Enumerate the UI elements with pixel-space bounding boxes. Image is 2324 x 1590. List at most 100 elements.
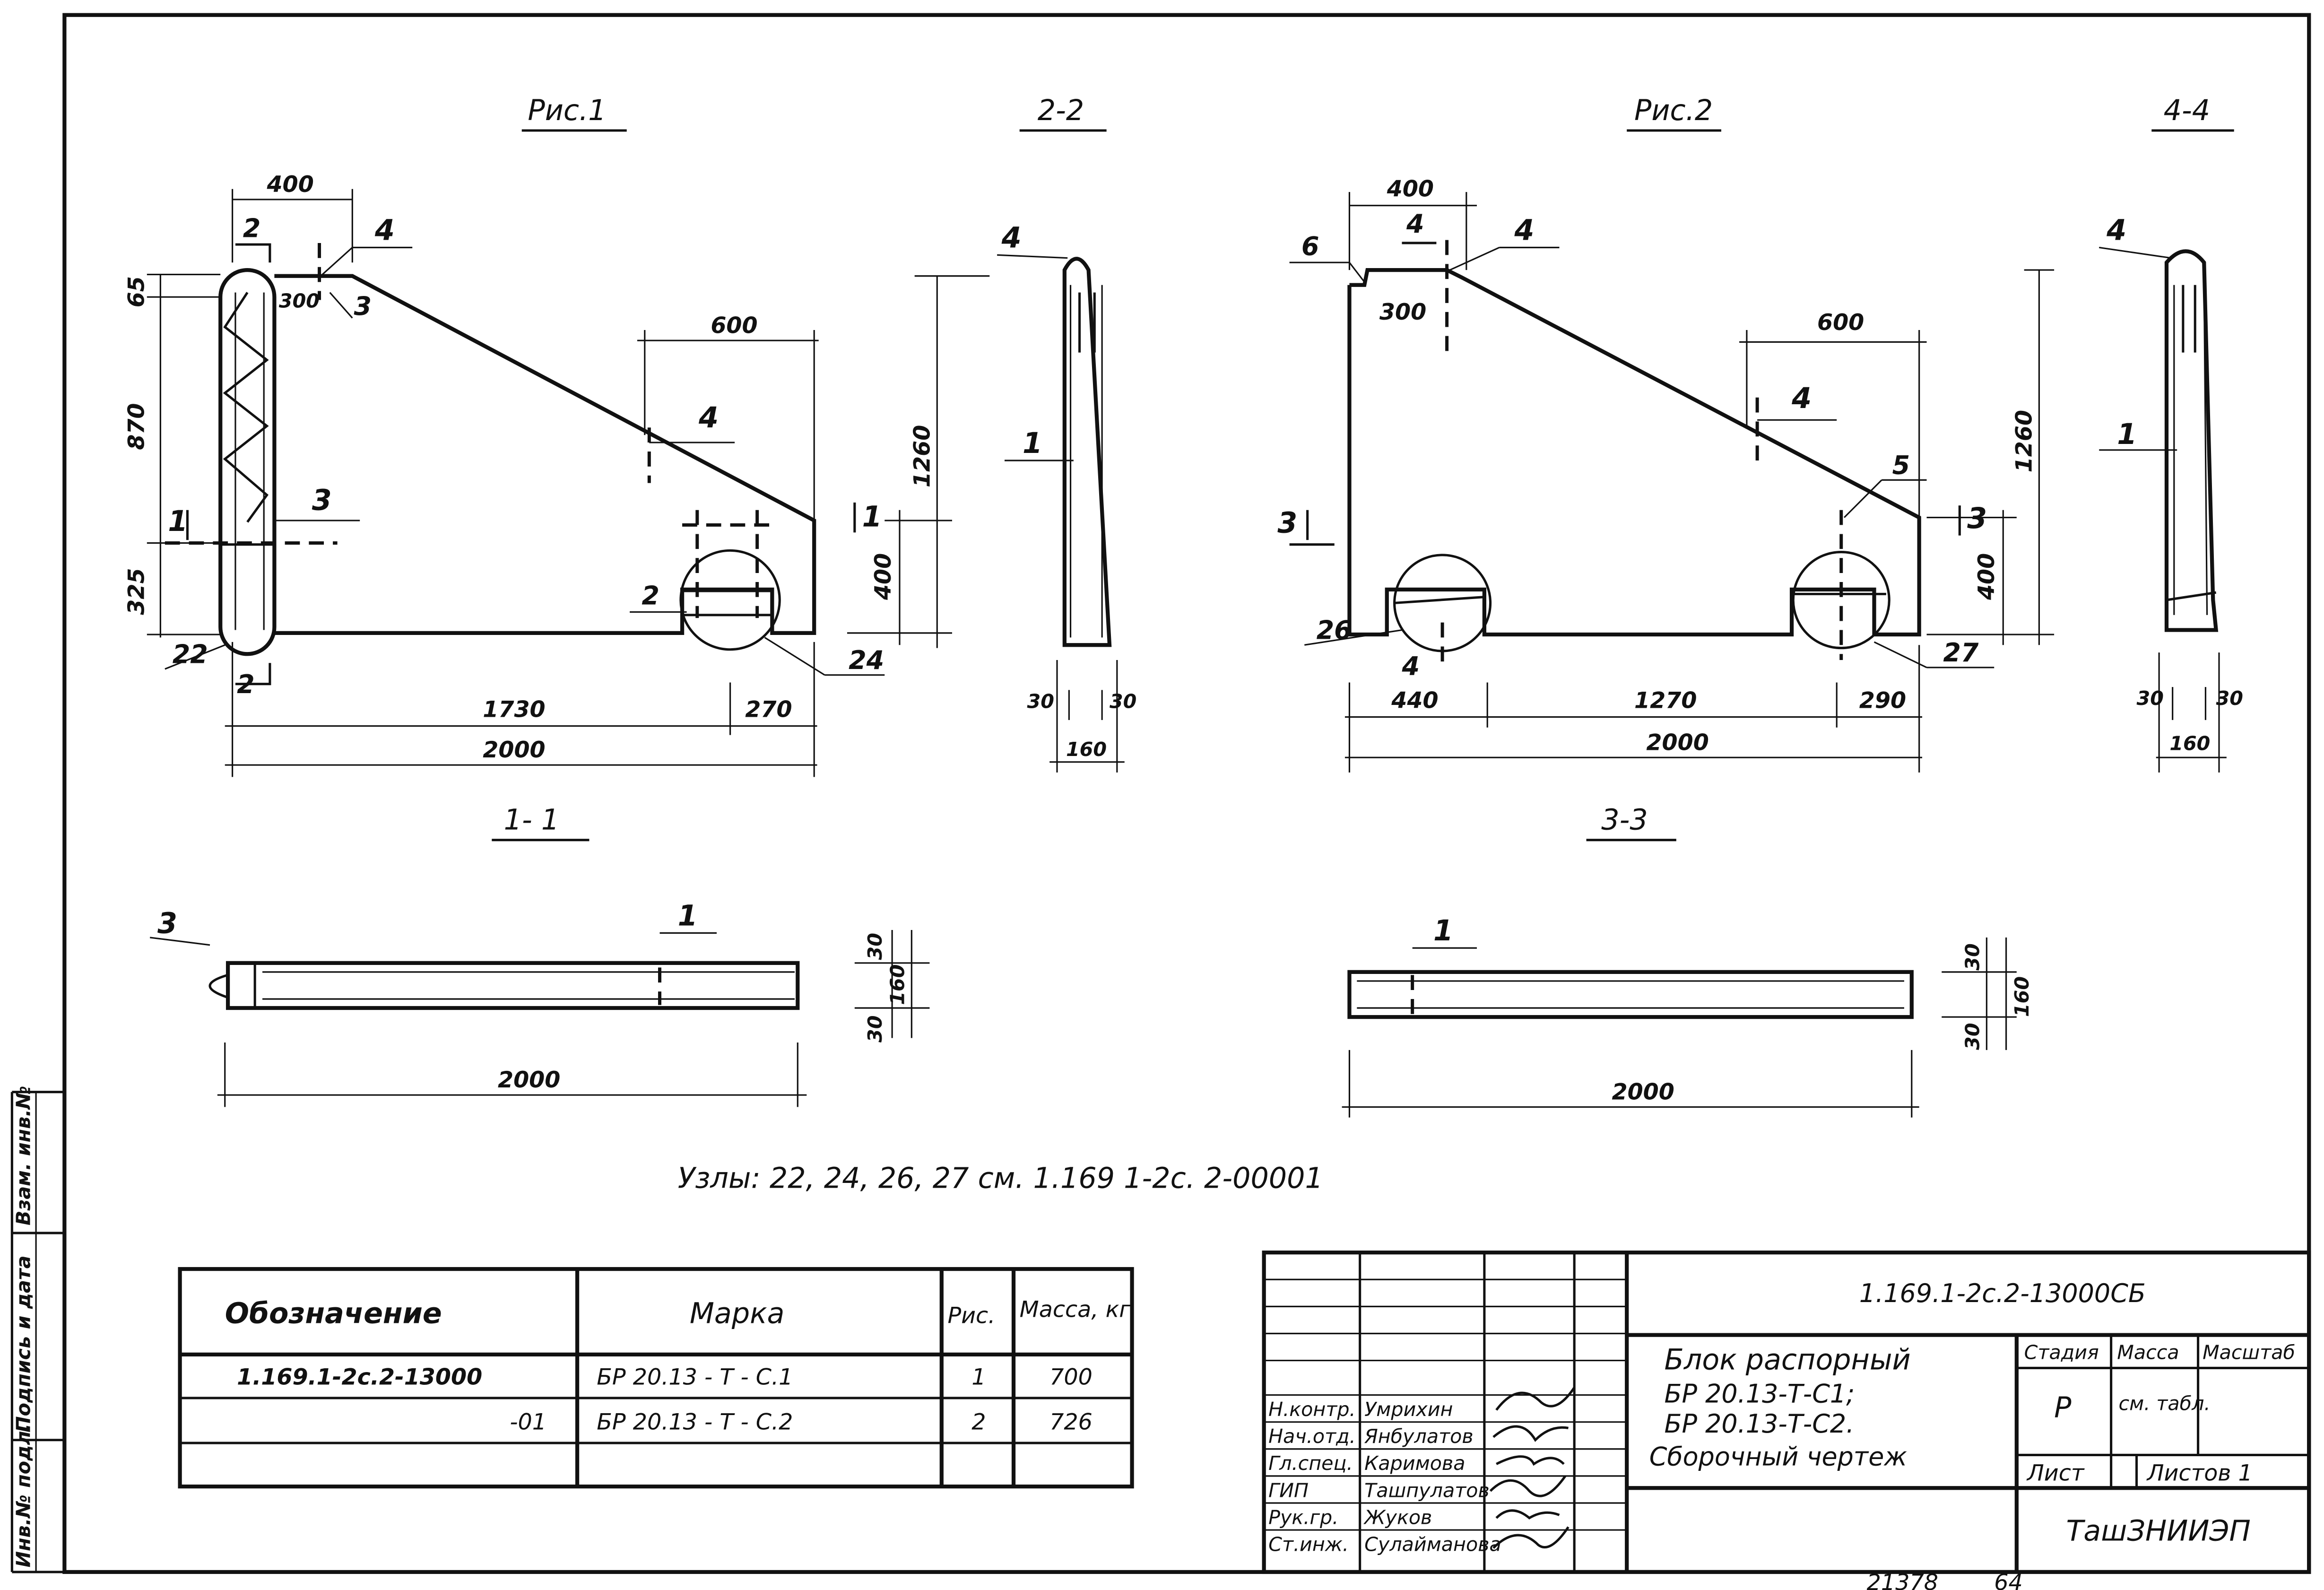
sec44-pos4: 4 bbox=[2106, 214, 2126, 247]
fig1-sec2-bot: 2 bbox=[237, 669, 255, 699]
fig1-zigzag-rebar bbox=[223, 292, 269, 523]
sec33-title: 3-3 bbox=[1601, 803, 1648, 836]
title-mass-header: Масса bbox=[2117, 1341, 2179, 1364]
sec33-outline bbox=[1347, 970, 1914, 1019]
title-block: 1.169.1-2с.2-13000СБ Блок распорный БР 2… bbox=[1262, 1251, 2311, 1574]
side-stamp: Инв.№ подл. Подпись и дата Взам. инв.№ bbox=[12, 1086, 35, 1567]
fig2-pos5: 5 bbox=[1892, 451, 1910, 480]
figure-2: Рис.2 400 300 600 1260 400 440 1 bbox=[1277, 94, 2055, 773]
name-4: Жуков bbox=[1363, 1506, 1432, 1529]
sec22-title: 2-2 bbox=[1038, 94, 1084, 127]
spec-row1-fig: 1 bbox=[971, 1364, 986, 1390]
fig1-dim-rise: 1260 bbox=[909, 425, 935, 487]
fig1-pos4-mid: 4 bbox=[698, 401, 719, 434]
sec11-w: 160 bbox=[886, 964, 909, 1005]
fig1-dim-slope-w: 600 bbox=[711, 313, 757, 339]
side-stamp-repl: Взам. инв.№ bbox=[12, 1086, 35, 1225]
fig1-dim-len-b: 270 bbox=[745, 697, 792, 723]
fig1-node24: 24 bbox=[849, 645, 884, 675]
sec33-t2: 30 bbox=[1961, 1023, 1984, 1050]
fig1-dim-bot-h: 325 bbox=[123, 568, 149, 615]
sec33-pos1: 1 bbox=[1433, 914, 1453, 947]
spec-header-designation: Обозначение bbox=[225, 1297, 442, 1330]
fig2-node27: 27 bbox=[1943, 638, 1978, 668]
section-4-4: 4-4 4 1 30 30 160 bbox=[2099, 94, 2243, 773]
fig2-node26: 26 bbox=[1317, 616, 1352, 645]
fig2-pos4-sec: 4 bbox=[1406, 209, 1424, 239]
sec44-outline bbox=[2164, 249, 2219, 632]
name-3: Ташпулатов bbox=[1364, 1479, 1490, 1502]
fig2-dim-total: 2000 bbox=[1646, 730, 1708, 756]
fig1-sec2-top: 2 bbox=[243, 213, 261, 243]
figure-1: Рис.1 400 300 65 870 325 bbox=[123, 94, 990, 777]
sec44-pos1: 1 bbox=[2117, 418, 2137, 451]
title-scale-header: Масштаб bbox=[2203, 1341, 2295, 1364]
spec-row1-mark: БР 20.13 - Т - С.1 bbox=[597, 1364, 793, 1390]
name-2: Каримова bbox=[1364, 1452, 1465, 1475]
fig1-node22: 22 bbox=[173, 639, 208, 669]
sec11-len: 2000 bbox=[498, 1067, 560, 1093]
fig2-pos6: 6 bbox=[1301, 231, 1319, 261]
signatures bbox=[1489, 1387, 1576, 1549]
role-3: ГИП bbox=[1268, 1479, 1309, 1502]
sec11-outline bbox=[225, 961, 800, 1010]
fig1-sec1-l: 1 bbox=[168, 505, 188, 538]
spec-row2-mark: БР 20.13 - Т - С.2 bbox=[597, 1409, 793, 1435]
sec44-w: 160 bbox=[2169, 732, 2210, 755]
title-code: 1.169.1-2с.2-13000СБ bbox=[1859, 1278, 2146, 1308]
fig2-title: Рис.2 bbox=[1634, 94, 1713, 127]
fig1-dim-step-w: 300 bbox=[279, 289, 320, 312]
title-name-line3: БР 20.13-Т-С2. bbox=[1664, 1409, 1854, 1439]
fig2-pos4-top: 4 bbox=[1514, 214, 1534, 247]
name-5: Сулайманова bbox=[1364, 1533, 1501, 1556]
title-sheets-label: Листов 1 bbox=[2146, 1460, 2253, 1486]
name-0: Умрихин bbox=[1364, 1398, 1453, 1421]
side-stamp-sign: Подпись и дата bbox=[12, 1255, 35, 1432]
fig2-dim-slope-w: 600 bbox=[1817, 310, 1864, 336]
spec-row2-fig: 2 bbox=[971, 1409, 986, 1435]
spec-row1-mass: 700 bbox=[1049, 1364, 1093, 1390]
title-name-line1: Блок распорный bbox=[1664, 1344, 1910, 1377]
sec22-w: 160 bbox=[1066, 738, 1107, 761]
sec44-title: 4-4 bbox=[2164, 94, 2210, 127]
sec33-len: 2000 bbox=[1612, 1079, 1674, 1105]
sec11-t1: 30 bbox=[864, 933, 886, 960]
sec22-w2: 30 bbox=[1110, 690, 1136, 712]
fig1-dim-top-w: 400 bbox=[267, 172, 314, 198]
fig2-dim-len-c: 290 bbox=[1859, 687, 1906, 713]
fig2-dim-rise: 1260 bbox=[2012, 410, 2038, 472]
fig2-dim-len-b: 1270 bbox=[1634, 687, 1697, 713]
name-1: Янбулатов bbox=[1364, 1425, 1473, 1448]
fig1-pos4-top: 4 bbox=[374, 214, 395, 247]
sheet-frame bbox=[10, 13, 2311, 1574]
sec44-w1: 30 bbox=[2137, 687, 2164, 710]
title-sheet-label: Лист bbox=[2026, 1460, 2085, 1486]
spec-header-fig: Рис. bbox=[947, 1303, 995, 1329]
nodes-note: Узлы: 22, 24, 26, 27 см. 1.169 1-2с. 2-0… bbox=[678, 1162, 1323, 1195]
fig1-sec1-r: 1 bbox=[862, 501, 882, 534]
section-1-1: 1- 1 3 1 30 160 30 2000 bbox=[149, 803, 930, 1107]
spec-table: Обозначение Марка Рис. Масса, кг 1.169.1… bbox=[178, 1267, 1134, 1489]
fig2-dim-top-w: 400 bbox=[1387, 176, 1434, 202]
spec-row1-designation: 1.169.1-2с.2-13000 bbox=[237, 1364, 482, 1390]
title-name-line4: Сборочный чертеж bbox=[1649, 1442, 1908, 1472]
sec33-t1: 30 bbox=[1961, 943, 1984, 970]
fig1-left-column bbox=[218, 268, 277, 656]
fig1-outline bbox=[274, 274, 816, 635]
sec22-outline bbox=[1062, 257, 1112, 647]
fig2-pos4-mid: 4 bbox=[1791, 382, 1812, 415]
fig1-title: Рис.1 bbox=[528, 94, 606, 127]
role-5: Ст.инж. bbox=[1268, 1533, 1349, 1556]
fig1-dim-len-a: 1730 bbox=[483, 697, 545, 723]
title-mass: см. табл. bbox=[2118, 1392, 2210, 1415]
fig2-outline bbox=[1347, 268, 1921, 637]
fig2-dim-step-w: 300 bbox=[1379, 299, 1426, 325]
title-stage: Р bbox=[2054, 1391, 2072, 1425]
sec11-t2: 30 bbox=[864, 1016, 886, 1043]
title-org: ТашЗНИИЭП bbox=[2066, 1514, 2250, 1547]
spec-row2-mass: 726 bbox=[1049, 1409, 1093, 1435]
role-4: Рук.гр. bbox=[1268, 1506, 1338, 1529]
node-27-circle bbox=[1792, 550, 1890, 650]
side-stamp-inv: Инв.№ подл. bbox=[12, 1424, 35, 1568]
